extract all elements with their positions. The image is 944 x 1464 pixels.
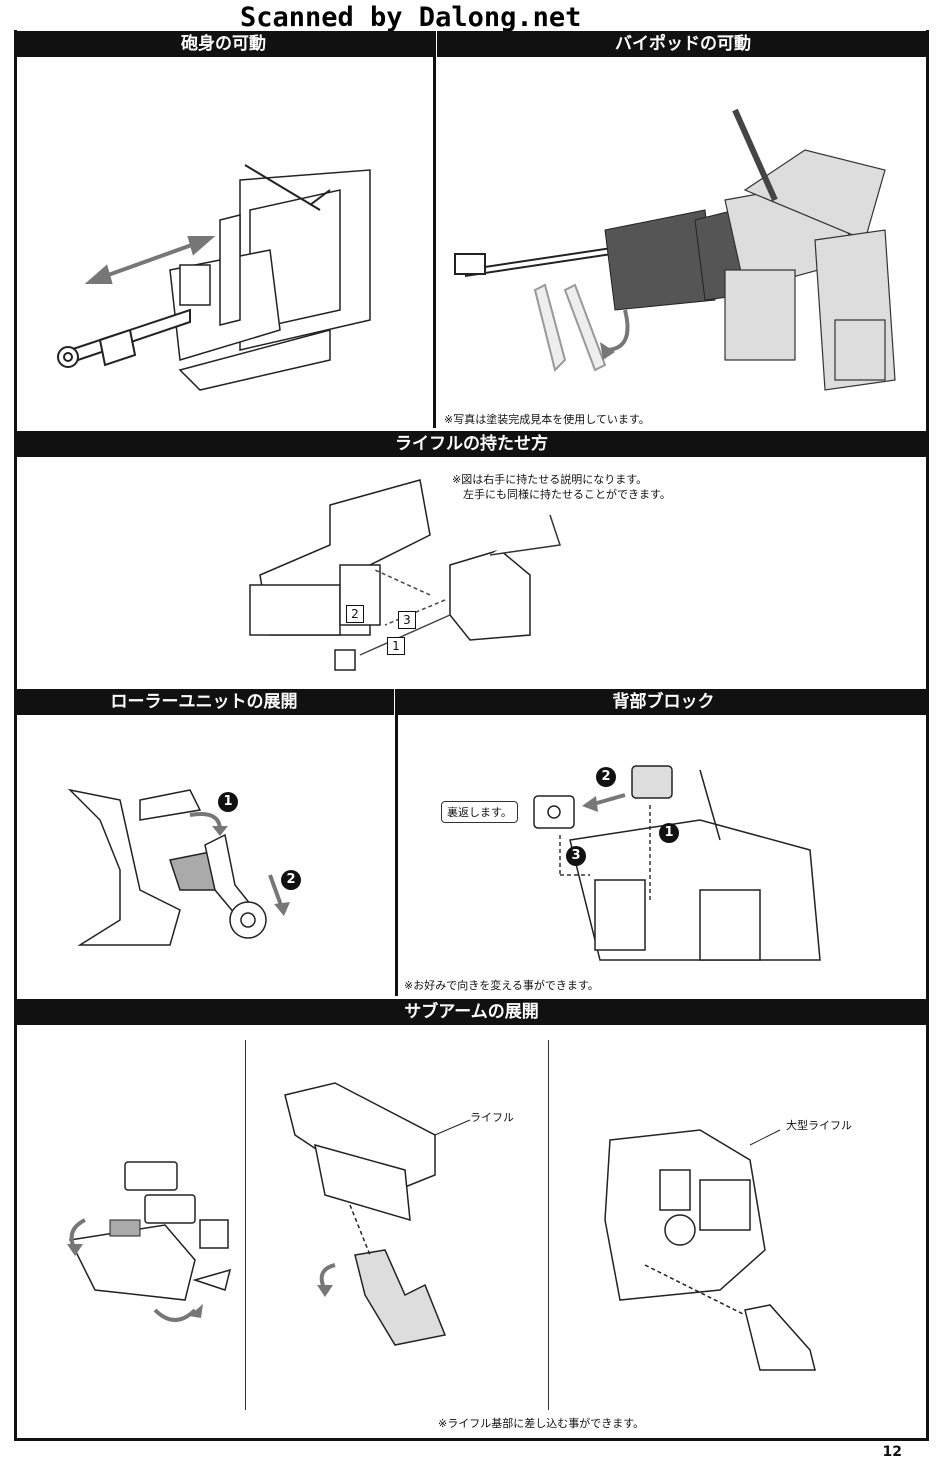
roller-step-2: 2 [281,870,301,890]
back-step-2: 2 [596,767,616,787]
divider-middle [395,689,398,996]
sub-arm-panel-3 [604,1129,816,1371]
bipod-note: ※写真は塗装完成見本を使用しています。 [444,413,650,426]
roller-illustration [67,788,290,946]
barrel-illustration [57,164,371,391]
sub-arm-divider-2 [548,1040,549,1410]
section-header-roller: ローラーユニットの展開 [14,689,394,715]
large-rifle-label: 大型ライフル [786,1119,852,1132]
section-header-back-block: 背部ブロック [398,689,929,715]
step-label-3: 3 [398,611,416,629]
frame-left [14,30,17,1440]
section-header-barrel: 砲身の可動 [14,31,433,57]
rifle-hold-note: ※図は右手に持たせる説明になります。 左手にも同様に持たせることができます。 [452,473,671,501]
rifle-hold-illustration [249,479,561,671]
watermark-text: Scanned by Dalong.net [240,2,582,33]
back-step-3: 3 [566,846,586,866]
sub-arm-note: ※ライフル基部に差し込む事ができます。 [438,1417,645,1430]
page-number: 12 [882,1444,902,1460]
flip-label: 裏返します。 [441,801,518,823]
frame-right [926,30,929,1440]
step-label-2: 2 [346,605,364,623]
back-block-note: ※お好みで向きを変える事ができます。 [404,979,599,992]
rifle-label: ライフル [470,1111,514,1124]
bipod-illustration [454,108,896,391]
roller-step-1: 1 [218,792,238,812]
section-header-rifle-hold: ライフルの持たせ方 [14,431,929,457]
back-block-illustration [533,765,821,961]
sub-arm-divider-1 [245,1040,246,1410]
section-header-sub-arm: サブアームの展開 [14,999,929,1025]
step-label-1: 1 [387,637,405,655]
divider-top [433,31,436,428]
frame-bottom [14,1438,929,1441]
sub-arm-panel-1 [67,1161,232,1322]
back-step-1: 1 [659,823,679,843]
section-header-bipod: バイポッドの可動 [437,31,929,57]
sub-arm-panel-2 [284,1082,471,1346]
